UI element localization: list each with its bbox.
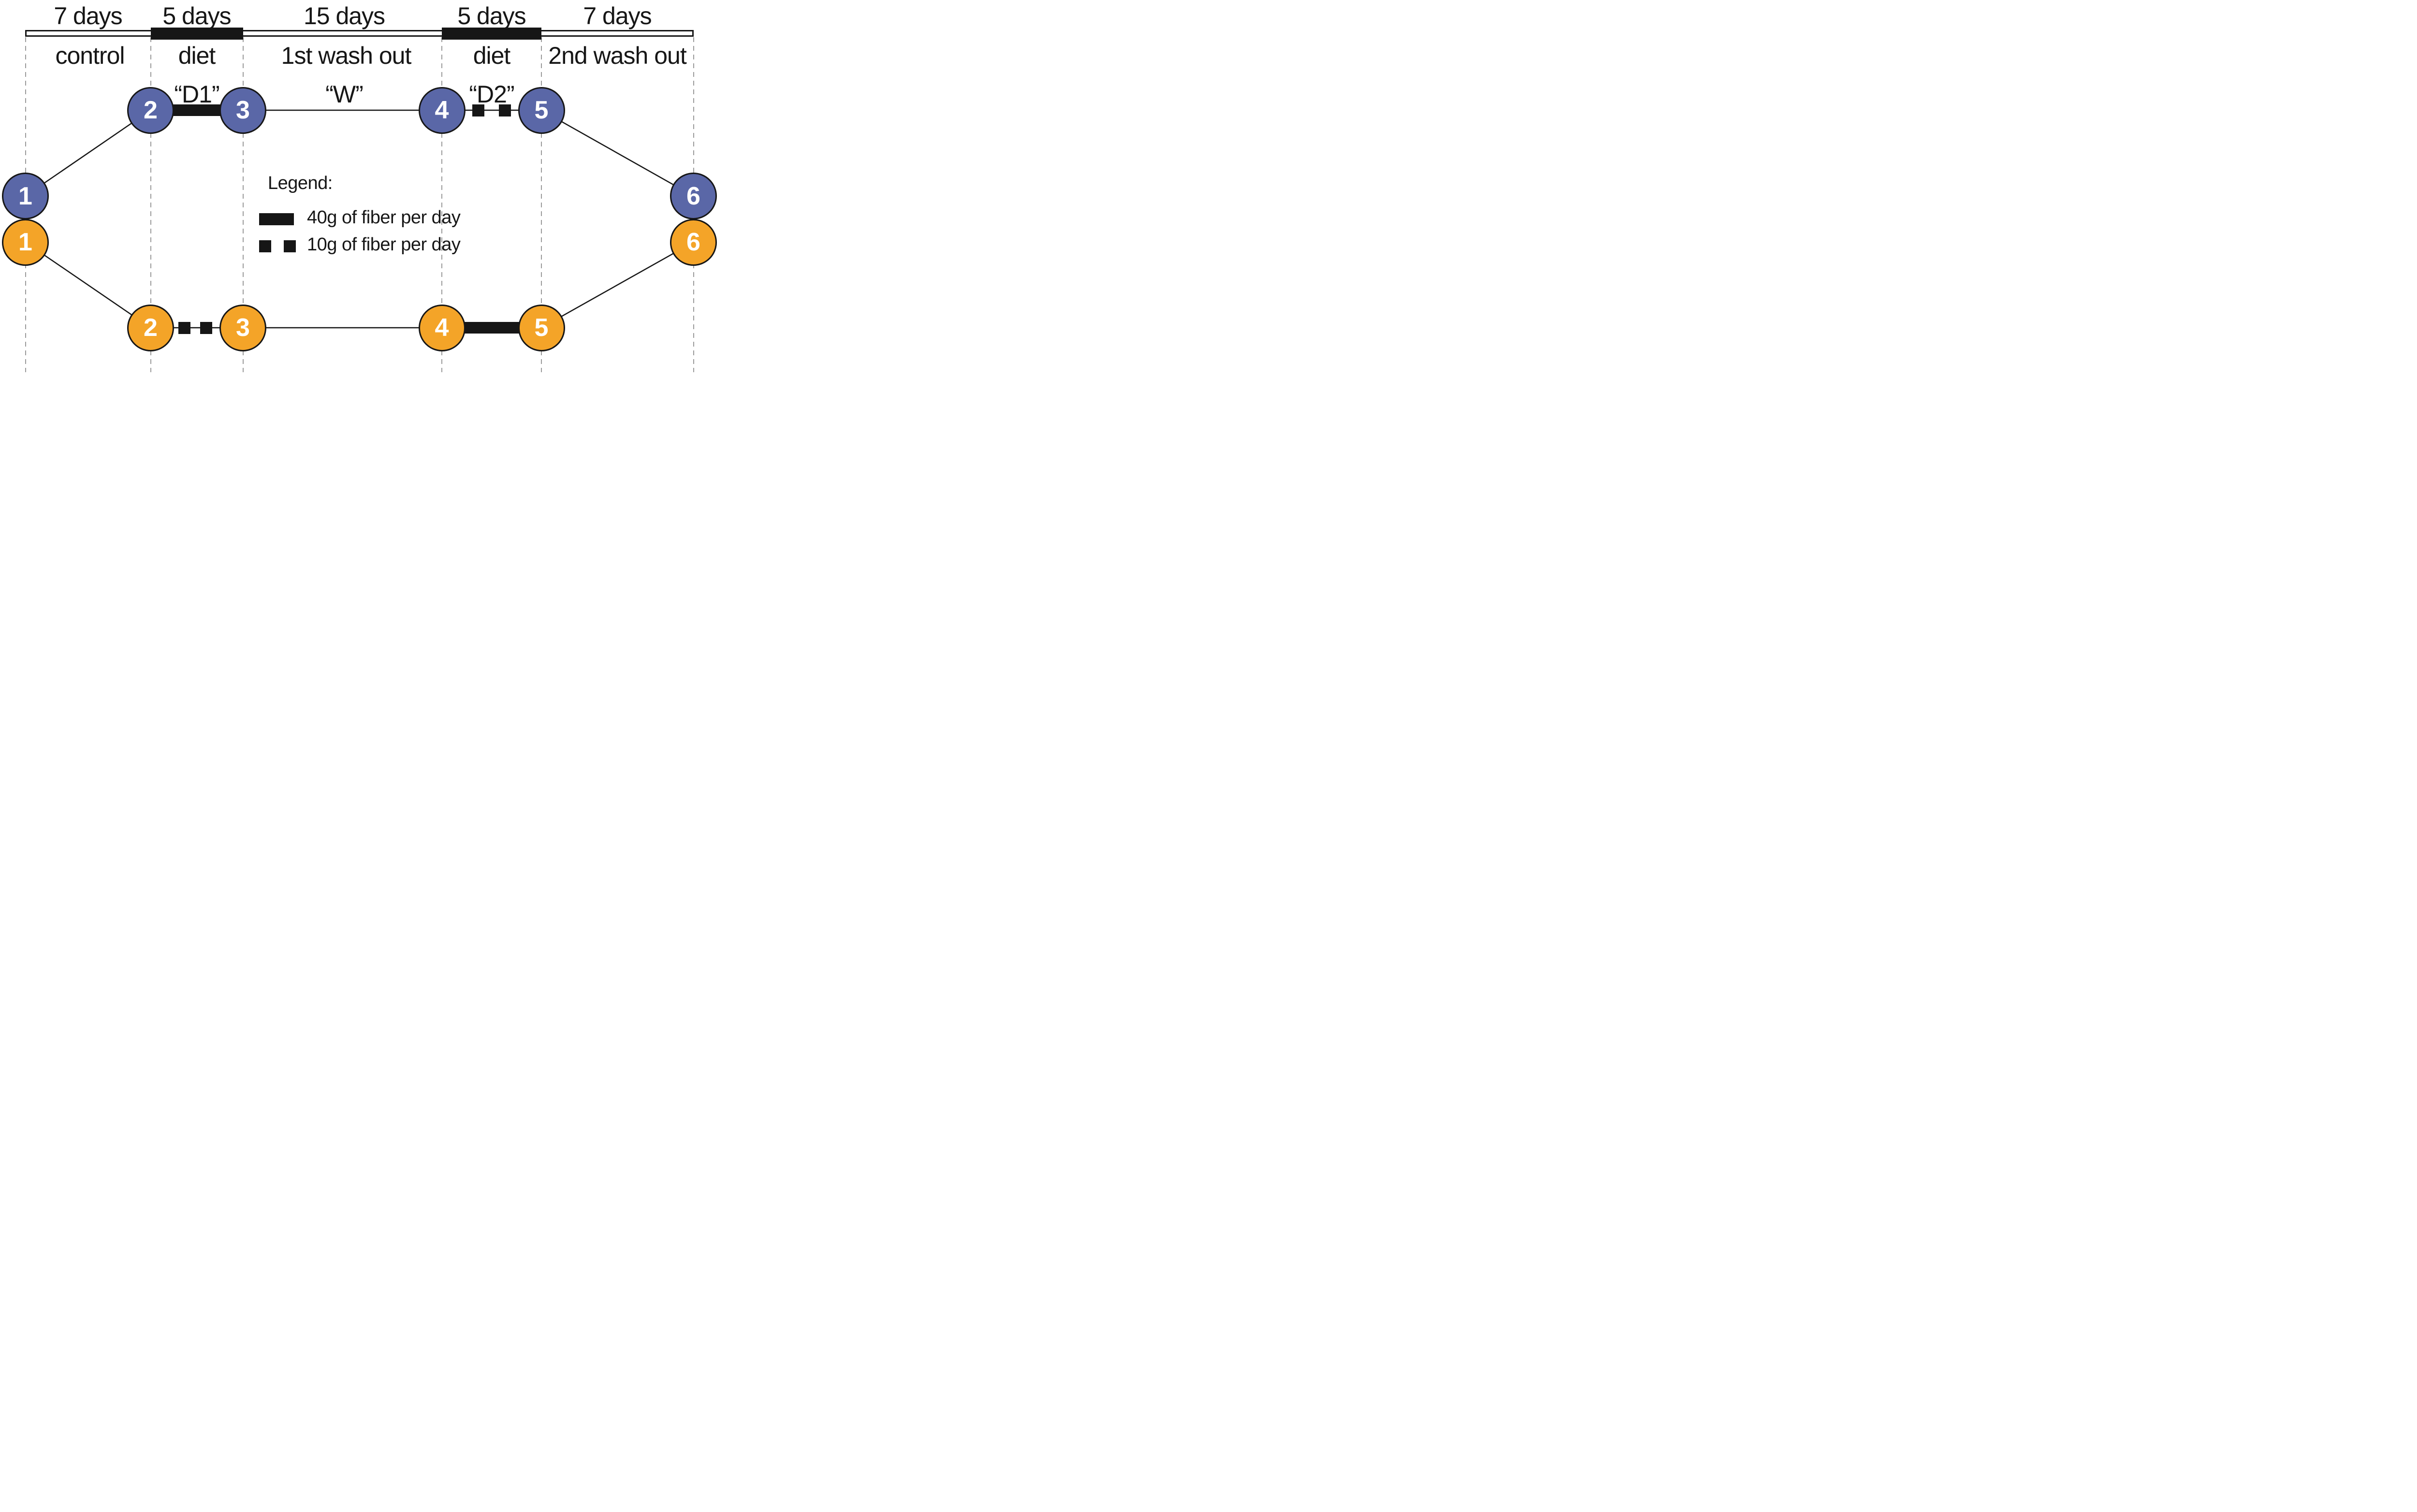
period-code-d1: “D1” xyxy=(174,81,219,108)
connector-10g-square-a4a5-2 xyxy=(499,104,511,116)
phase-boundary-line-3 xyxy=(242,37,244,372)
legend-40g-bar-swatch xyxy=(259,213,294,225)
study-design-figure: 7 days 5 days 15 days 5 days 7 days cont… xyxy=(0,0,720,378)
duration-label-diet2: 5 days xyxy=(457,2,526,29)
phase-boundary-line-2 xyxy=(150,37,151,372)
node-group-b-2: 2 xyxy=(127,304,174,351)
node-group-a-1: 1 xyxy=(2,173,49,219)
node-group-a-6: 6 xyxy=(670,173,717,219)
node-group-a-4: 4 xyxy=(418,87,466,134)
phase-boundary-line-4 xyxy=(441,37,442,372)
phase-boundary-line-5 xyxy=(541,37,542,372)
connector-10g-square-b2b3-1 xyxy=(178,321,190,334)
duration-label-washout2: 7 days xyxy=(583,2,652,29)
timeline-bar-diet2-segment xyxy=(442,28,541,40)
period-code-d2: “D2” xyxy=(469,81,514,108)
legend-title: Legend: xyxy=(268,173,333,193)
phase-label-control: control xyxy=(55,42,125,69)
connector-b1-b2 xyxy=(25,241,151,329)
period-code-w: “W” xyxy=(325,81,363,108)
node-group-b-1: 1 xyxy=(2,218,49,266)
legend-10g-square-swatch-1 xyxy=(259,240,271,252)
connector-a1-a2 xyxy=(25,109,151,197)
timeline-bar-diet1-segment xyxy=(150,28,243,40)
duration-label-washout1: 15 days xyxy=(303,2,385,29)
node-group-b-3: 3 xyxy=(219,304,266,351)
phase-label-washout2: 2nd wash out xyxy=(548,42,686,69)
phase-label-diet1: diet xyxy=(178,42,216,69)
legend-10g-square-swatch-2 xyxy=(284,240,296,252)
duration-label-control: 7 days xyxy=(54,2,122,29)
node-group-b-5: 5 xyxy=(518,304,565,351)
legend-40g-label: 40g of fiber per day xyxy=(307,207,461,228)
phase-label-diet2: diet xyxy=(473,42,511,69)
connector-a5-a6 xyxy=(541,109,694,197)
connector-10g-square-a4a5-1 xyxy=(472,104,484,116)
node-group-a-2: 2 xyxy=(127,87,174,134)
node-group-a-3: 3 xyxy=(219,87,266,134)
connector-b5-b6 xyxy=(541,241,694,329)
node-group-a-5: 5 xyxy=(518,87,565,134)
phase-label-washout1: 1st wash out xyxy=(281,42,412,69)
node-group-b-4: 4 xyxy=(418,304,466,351)
node-group-b-6: 6 xyxy=(670,218,717,266)
connector-lines xyxy=(25,109,694,329)
connector-10g-square-b2b3-2 xyxy=(200,321,212,334)
legend-10g-label: 10g of fiber per day xyxy=(307,234,461,255)
duration-label-diet1: 5 days xyxy=(162,2,231,29)
